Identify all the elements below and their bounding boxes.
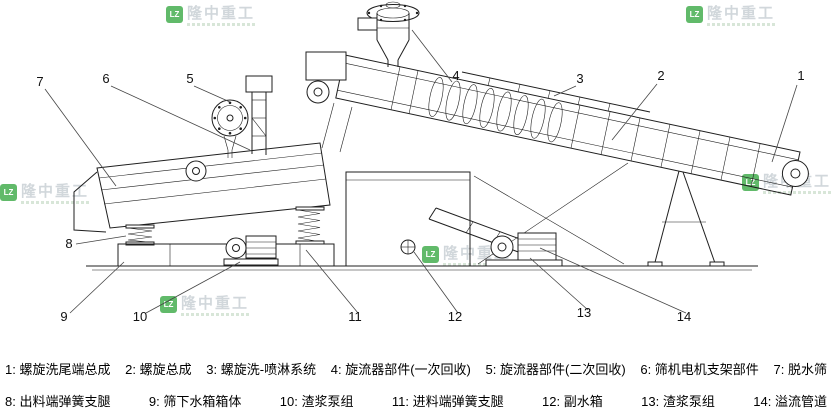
legend-item-11: 11: 进料端弹簧支腿: [391, 393, 504, 409]
legend-item-5: 5: 旋流器部件(二次回收): [485, 361, 626, 377]
callout-7: 7: [36, 74, 43, 89]
watermark-brand: 隆中重工: [707, 5, 776, 22]
watermark-brand: 隆中重工: [187, 5, 256, 22]
watermark: LZ 隆中重工: [160, 296, 251, 316]
watermark: LZ 隆中重工: [742, 174, 832, 194]
legend-item-9: 9: 筛下水箱箱体: [148, 393, 242, 409]
callout-3: 3: [576, 71, 583, 86]
slurry-pump-right: [485, 232, 563, 267]
callout-5: 5: [186, 71, 193, 86]
slurry-pump-left: [223, 235, 279, 266]
legend-row-1: 1: 螺旋洗尾端总成 2: 螺旋总成 3: 螺旋洗-喷淋系统 4: 旋流器部件(…: [0, 352, 832, 384]
callout-8: 8: [65, 236, 72, 251]
legend-item-12: 12: 副水箱: [542, 393, 603, 409]
legend-item-1: 1: 螺旋洗尾端总成: [5, 361, 111, 377]
watermark-tagline: [181, 313, 251, 316]
lzzg-logo-icon: LZ: [422, 246, 439, 263]
callout-10: 10: [133, 309, 147, 324]
springs-discharge-end: [125, 224, 155, 246]
callout-4: 4: [452, 68, 459, 83]
tail-bearing: [781, 160, 809, 187]
watermark-tagline: [443, 263, 513, 266]
callout-9: 9: [60, 309, 67, 324]
callout-1: 1: [797, 68, 804, 83]
legend-item-8: 8: 出料端弹簧支腿: [5, 393, 111, 409]
legend: 1: 螺旋洗尾端总成 2: 螺旋总成 3: 螺旋洗-喷淋系统 4: 旋流器部件(…: [0, 352, 832, 416]
ground-line: [86, 265, 758, 271]
springs-feed-end: [295, 206, 325, 245]
watermark: LZ 隆中重工: [166, 6, 257, 26]
watermark-tagline: [763, 191, 832, 194]
cyclone-secondary: [211, 99, 249, 158]
watermark-tagline: [187, 23, 257, 26]
legend-item-13: 13: 渣浆泵组: [641, 393, 715, 409]
legend-row-2: 8: 出料端弹簧支腿 9: 筛下水箱箱体 10: 渣浆泵组 11: 进料端弹簧支…: [0, 384, 832, 416]
watermark-brand: 隆中重工: [181, 295, 250, 312]
legend-item-7: 7: 脱水筛: [773, 361, 827, 377]
callout-numbers: 1 2 3 4 5 6 7 8 9 10 11 12 13 14: [36, 68, 804, 324]
underscreen-tank: [117, 243, 335, 267]
watermark-tagline: [707, 23, 777, 26]
watermark-tagline: [21, 201, 91, 204]
legend-item-3: 3: 螺旋洗-喷淋系统: [206, 361, 317, 377]
legend-item-2: 2: 螺旋总成: [125, 361, 192, 377]
lzzg-logo-icon: LZ: [742, 174, 759, 191]
screw-drive-unit: [305, 51, 353, 153]
legend-item-10: 10: 渣浆泵组: [279, 393, 354, 409]
watermark: LZ 隆中重工: [686, 6, 777, 26]
callout-2: 2: [657, 68, 664, 83]
lzzg-logo-icon: LZ: [686, 6, 703, 23]
screw-classifier: [335, 54, 801, 196]
cyclone-primary: [357, 1, 420, 67]
callout-13: 13: [577, 305, 591, 320]
lzzg-logo-icon: LZ: [0, 184, 17, 201]
legend-item-4: 4: 旋流器部件(一次回收): [330, 361, 471, 377]
watermark: LZ 隆中重工: [0, 184, 91, 204]
legend-item-6: 6: 筛机电机支架部件: [640, 361, 759, 377]
watermark-brand: 隆中重工: [21, 183, 90, 200]
discharge-chute: [73, 171, 107, 233]
callout-14: 14: [677, 309, 691, 324]
lzzg-logo-icon: LZ: [166, 6, 183, 23]
machine-diagram: 1 2 3 4 5 6 7 8 9 10 11 12 13 14: [36, 1, 809, 324]
spray-pipe: [461, 71, 651, 113]
callout-6: 6: [102, 71, 109, 86]
callout-11: 11: [348, 309, 362, 324]
lzzg-logo-icon: LZ: [160, 296, 177, 313]
dewatering-screen: [96, 142, 331, 229]
leader-lines: [44, 29, 798, 314]
motor-support-tower: [245, 75, 273, 155]
main-water-tank: [345, 171, 471, 267]
callout-12: 12: [448, 309, 462, 324]
legend-item-14: 14: 溢流管道: [753, 393, 827, 409]
